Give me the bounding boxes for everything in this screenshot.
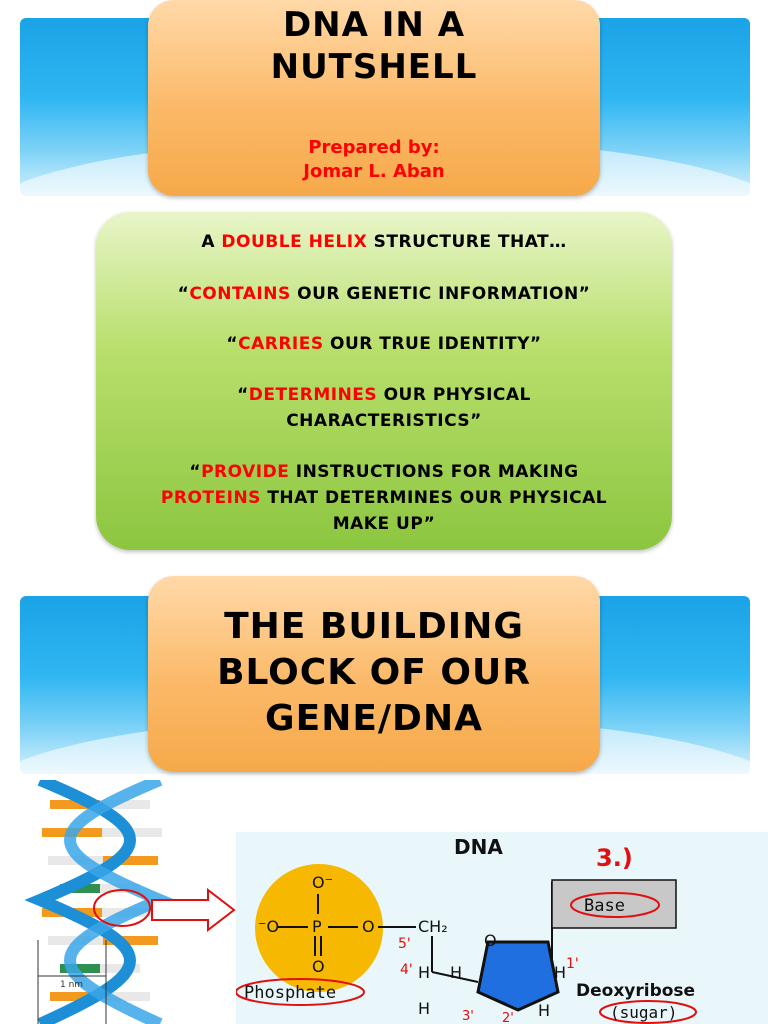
title-line: NUTSHELL [270,47,478,87]
desc-text: INSTRUCTIONS FOR MAKING [289,462,579,482]
desc-line: “DETERMINES OUR PHYSICAL CHARACTERISTICS” [96,382,672,434]
title-card-1: DNA IN A NUTSHELL Prepared by: Jomar L. … [148,0,600,196]
slide-title-2: THE BUILDING BLOCK OF OUR GENE/DNA [148,576,600,742]
title-card-2: THE BUILDING BLOCK OF OUR GENE/DNA [148,576,600,772]
sugar-label: Deoxyribose [576,981,695,1001]
title-line: BLOCK OF OUR [217,652,531,693]
base-label: Base [584,896,625,916]
base-box [551,879,677,929]
desc-text: “ [226,334,239,354]
sugar-label-ring [599,1000,697,1024]
arrow-icon [151,888,236,932]
desc-keyword: DOUBLE HELIX [221,232,368,252]
atom-label: ⁻O [258,917,279,936]
carbon-number: 4' [400,962,413,978]
diagram-title: DNA [454,835,503,859]
desc-line: A DOUBLE HELIX STRUCTURE THAT… [96,229,672,255]
desc-keyword: CARRIES [238,334,324,354]
desc-text: “ [189,462,202,482]
nucleotide-diagram: DNA 3.) O⁻ ⁻O P O O Phosphate CH₂ 5' O 4… [236,832,768,1024]
desc-line: “CARRIES OUR TRUE IDENTITY” [96,331,672,357]
carbon-number: 3' [462,1009,474,1024]
desc-text: OUR TRUE IDENTITY” [323,334,542,354]
carbon-number: 2' [502,1011,514,1024]
ch2-label: CH₂ [418,917,448,936]
backbone-strand-1 [24,780,136,1024]
author-name: Jomar L. Aban [303,161,445,182]
desc-keyword: DETERMINES [248,385,378,405]
scale-label: 1 nm [60,980,83,990]
desc-line: “PROVIDE INSTRUCTIONS FOR MAKING PROTEINS… [96,459,672,537]
step-label: 3.) [596,844,633,872]
prepared-by: Prepared by: Jomar L. Aban [148,136,600,184]
title-line: GENE/DNA [265,698,483,739]
sugar-sub-label: (sugar) [610,1003,677,1022]
desc-text: OUR GENETIC INFORMATION” [290,284,591,304]
hydrogen-label: H [538,1001,550,1020]
hydrogen-label: H [450,963,462,982]
atom-label: O [362,917,375,936]
hydrogen-label: H [554,963,566,982]
phosphate-label: Phosphate [244,983,336,1003]
desc-keyword: PROTEINS [160,488,261,508]
sugar-ring [476,940,560,1012]
carbon-number: 5' [398,936,411,952]
hydrogen-label: H [418,999,430,1018]
description-card: A DOUBLE HELIX STRUCTURE THAT… “CONTAINS… [96,212,672,550]
desc-text: “ [237,385,249,405]
atom-label: P [312,917,322,936]
desc-keyword: PROVIDE [201,462,290,482]
slide-title-1: DNA IN A NUTSHELL [148,0,600,88]
desc-text: MAKE UP” [332,514,436,534]
desc-text: STRUCTURE THAT… [367,232,567,252]
desc-text: “ [177,284,190,304]
base-label-ring [570,892,660,918]
desc-text: CHARACTERISTICS” [286,411,482,431]
carbon-number: 1' [566,956,579,972]
double-helix-illustration: 1 nm [24,780,176,1024]
ring-oxygen: O [484,931,497,950]
atom-label: O [312,957,325,976]
title-line: DNA IN A [282,5,466,45]
atom-label: O⁻ [312,873,333,892]
desc-line: “CONTAINS OUR GENETIC INFORMATION” [96,281,672,307]
highlight-circle [93,889,151,927]
title-line: THE BUILDING [224,606,524,647]
desc-keyword: CONTAINS [189,284,291,304]
desc-text: OUR PHYSICAL [377,385,531,405]
bond [431,971,479,983]
desc-text: A [201,232,222,252]
hydrogen-label: H [418,963,430,982]
desc-text: THAT DETERMINES OUR PHYSICAL [260,488,608,508]
phosphate-group [255,864,383,992]
phosphate-label-ring [236,978,365,1006]
prepared-label: Prepared by: [308,137,440,158]
